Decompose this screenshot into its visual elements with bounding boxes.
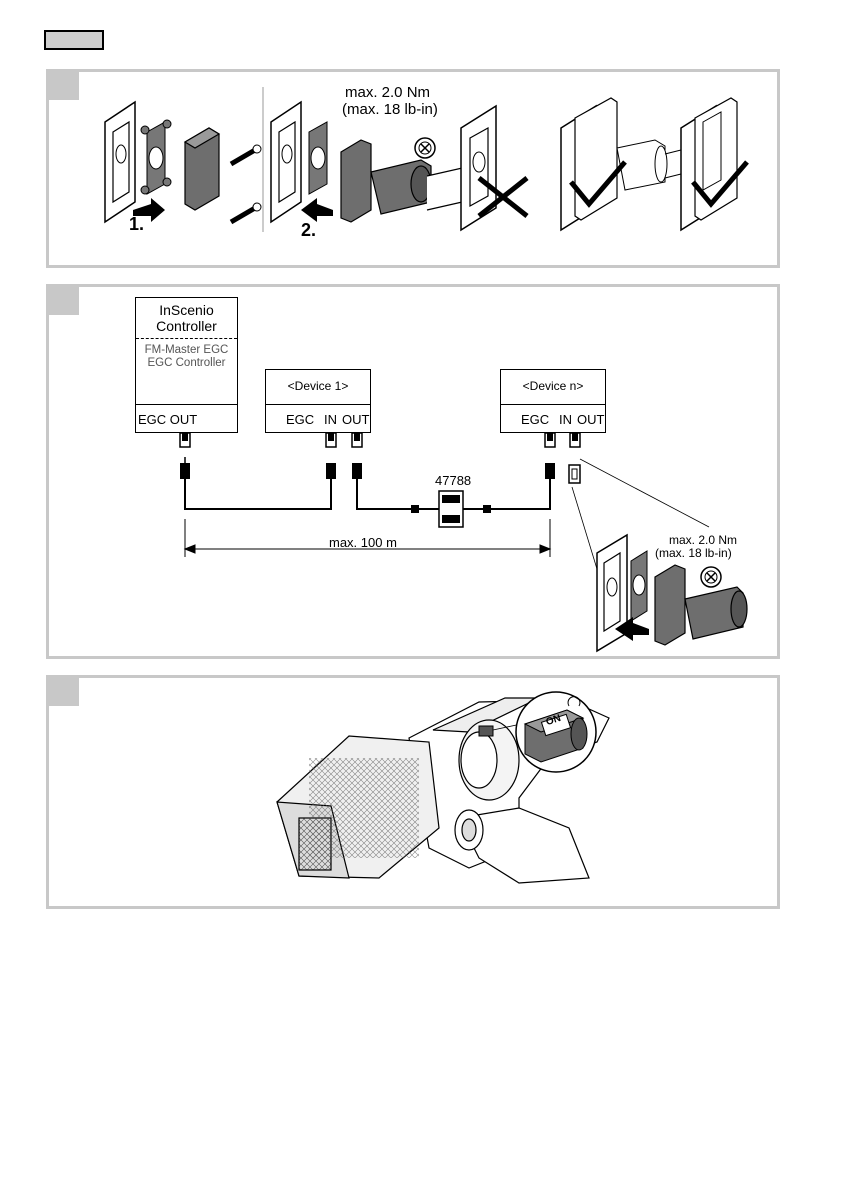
wall-socket-illustration-2 [271,102,471,222]
correct-example-cable [561,98,681,230]
incorrect-example [461,106,527,230]
cable-controller-to-device-1 [185,479,331,509]
controller-out-socket [180,433,190,447]
panel-mounting-cap: 1. 2. max. 2.0 Nm (max. 18 lb-in) [46,69,780,268]
step-2-label: 2. [301,220,316,240]
socket-flange [141,120,171,194]
cable-connector-to-device-n [491,479,550,509]
torque-warning-icon [415,138,435,158]
screw-1 [231,145,261,164]
step-1-label: 1. [129,214,144,234]
pump-illustration [49,678,783,912]
controller-out-plug [180,463,190,479]
connector-47788 [411,491,491,527]
torque-value: max. 2.0 Nm [345,84,430,101]
arrow-insert [301,198,333,222]
detail-torque-value-imperial: (max. 18 lb-in) [655,546,732,561]
panel-pump-switch: ON [46,675,780,909]
cable-length-label: max. 100 m [329,535,397,550]
panel-egc-wiring: InScenio Controller FM-Master EGC EGC Co… [46,284,780,659]
section-tab-marker [44,30,104,50]
plug-connector [341,140,471,222]
device-1-out-plug [352,463,362,479]
device-n-in-plug [545,463,555,479]
wiring-diagram [49,287,783,662]
device-1-in-plug [326,463,336,479]
protective-cap [185,128,219,210]
correct-example-cap [681,98,747,230]
cable-device-1-to-connector [357,479,411,509]
on-switch-small [479,726,493,736]
screw-2 [231,203,261,222]
torque-warning-icon [701,567,721,587]
wall-socket-illustration-1 [105,102,261,222]
torque-value-imperial: (max. 18 lb-in) [342,101,438,118]
connector-part-number: 47788 [435,473,471,488]
on-switch-callout [516,692,596,772]
